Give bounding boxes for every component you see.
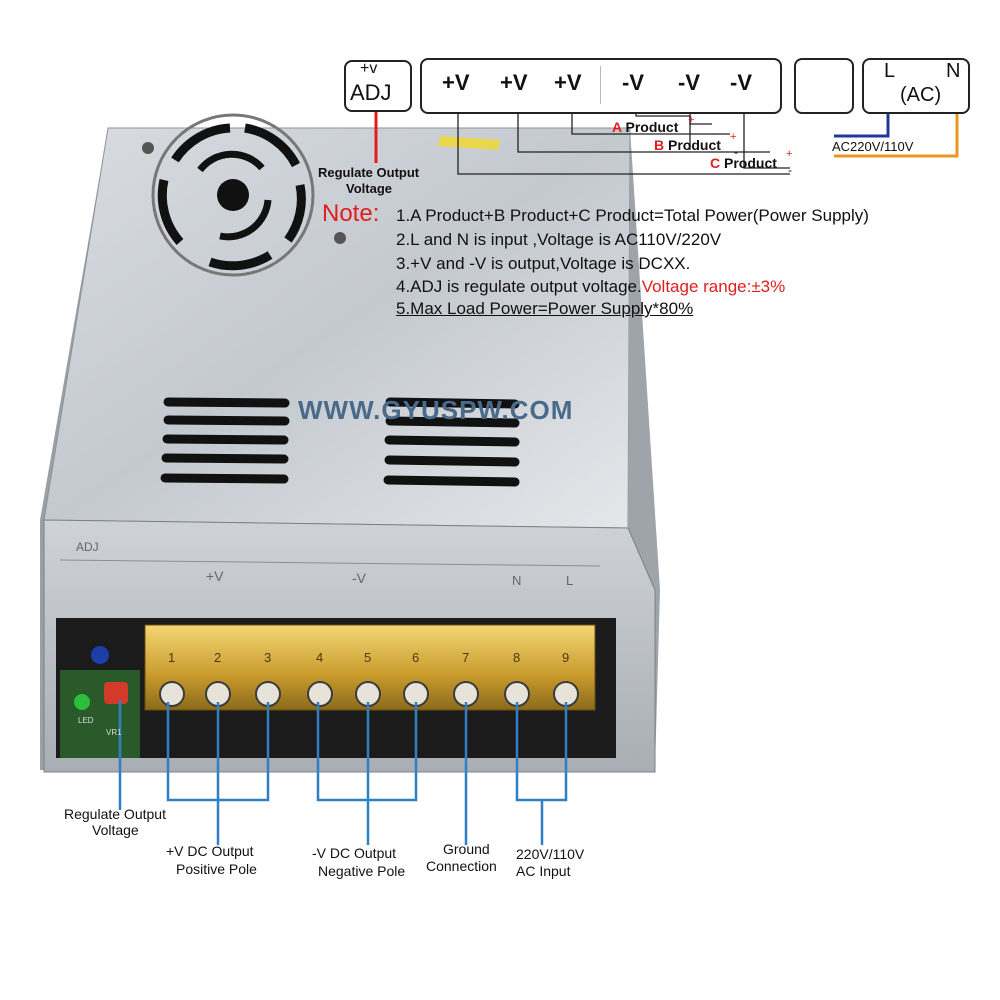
product-a-label: A Product (612, 119, 678, 135)
adj-bottom-label: ADJ (350, 80, 392, 105)
bottom-minus-dc-line1: -V DC Output (312, 845, 397, 861)
device-label-n: N (512, 573, 522, 588)
vr-potentiometer (104, 682, 128, 704)
vr-label: VR1 (106, 728, 122, 737)
note-line-5: 5.Max Load Power=Power Supply*80% (396, 299, 694, 318)
regulate-top-line1: Regulate Output (318, 165, 420, 180)
dc-box-divider (600, 66, 601, 104)
bottom-plus-dc-line1: +V DC Output (166, 843, 254, 859)
product-b-letter: B (654, 137, 665, 153)
plus-v-1: +V (442, 70, 470, 95)
ac-box (862, 58, 970, 114)
product-b-label: B Product (654, 137, 721, 153)
product-b-minus: - (734, 145, 738, 159)
bottom-regulate-line2: Voltage (92, 822, 139, 838)
product-c-minus: - (788, 163, 792, 177)
device-label-minus: -V (352, 570, 366, 586)
terminal-number-3: 3 (264, 650, 272, 665)
bottom-ground-line2: Connection (426, 858, 497, 874)
note-title: Note: (322, 200, 380, 227)
product-c-word: Product (724, 155, 777, 171)
terminal-number-9: 9 (562, 650, 570, 665)
product-c-plus: + (786, 148, 793, 160)
product-b-plus: + (730, 131, 737, 143)
bottom-plus-dc-line2: Positive Pole (176, 861, 257, 877)
device-label-adj: ADJ (76, 540, 99, 554)
product-c-label: C Product (710, 155, 777, 171)
led-indicator (74, 694, 90, 710)
terminal-number-5: 5 (364, 650, 372, 665)
adj-top-label: +v (360, 60, 378, 77)
terminal-number-8: 8 (513, 650, 521, 665)
device-label-plus: +V (206, 568, 224, 584)
terminal-number-6: 6 (412, 650, 420, 665)
watermark: WWW.GYUSPW.COM (298, 395, 574, 425)
bottom-leader-lines (118, 700, 568, 845)
device-label-l: L (566, 573, 574, 588)
case-top (43, 127, 631, 529)
adj-box (344, 60, 412, 112)
led-label: LED (78, 716, 94, 725)
ac-voltage-label: AC220V/110V (832, 139, 914, 154)
minus-v-2: -V (678, 70, 700, 95)
bottom-ground-line1: Ground (443, 841, 490, 857)
ground-box (794, 58, 854, 114)
note-line-3: 3.+V and -V is output,Voltage is DCXX. (396, 254, 691, 273)
terminal-number-7: 7 (462, 650, 470, 665)
terminal-number-2: 2 (214, 650, 222, 665)
product-a-letter: A (612, 119, 622, 135)
product-a-plus: + (688, 114, 695, 126)
note-line-1: 1.A Product+B Product+C Product=Total Po… (396, 206, 869, 225)
ac-label: (AC) (900, 84, 942, 106)
terminal-number-4: 4 (316, 650, 324, 665)
fan-grille (151, 113, 315, 277)
product-a-word: Product (625, 119, 679, 135)
plus-v-2: +V (500, 70, 528, 95)
ac-n-label: N (946, 60, 961, 82)
note-line-4-red: Voltage range:±3% (641, 277, 786, 296)
note-line-4-text: 4.ADJ is regulate output voltage. (396, 277, 642, 296)
bottom-ac-line1: 220V/110V (516, 846, 585, 862)
dc-output-box (420, 58, 782, 114)
regulate-top-line2: Voltage (346, 181, 392, 196)
bottom-minus-dc-line2: Negative Pole (318, 863, 406, 879)
plus-v-3: +V (554, 70, 582, 95)
note-line-4: 4.ADJ is regulate output voltage.Voltage… (396, 277, 785, 297)
top-vents (160, 397, 520, 487)
product-a-minus: - (712, 126, 716, 140)
terminal-number-1: 1 (168, 650, 176, 665)
product-b-word: Product (668, 137, 721, 153)
bottom-ac-line2: AC Input (516, 863, 571, 879)
minus-v-1: -V (622, 70, 644, 95)
note-line-2: 2.L and N is input ,Voltage is AC110V/22… (396, 230, 722, 249)
product-c-letter: C (710, 155, 721, 171)
minus-v-3: -V (730, 70, 752, 95)
ac-l-label: L (884, 60, 896, 82)
bottom-regulate-line1: Regulate Output (64, 806, 166, 822)
